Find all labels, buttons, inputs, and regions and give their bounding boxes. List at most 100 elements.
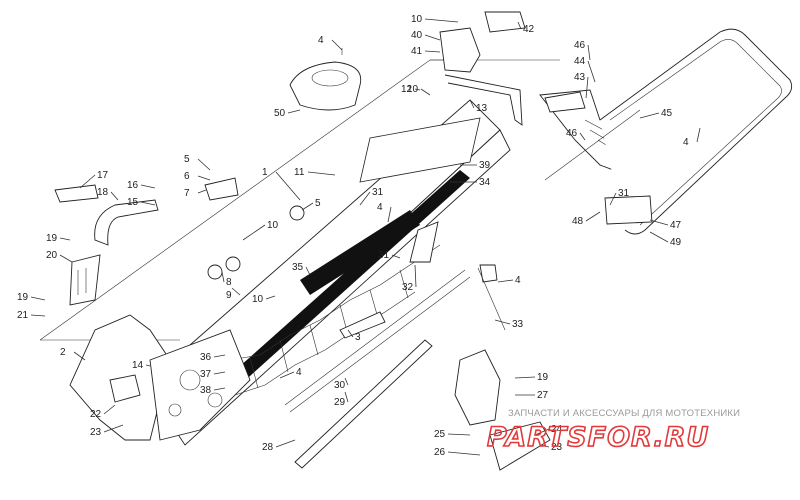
callout-leader-c21 [30,314,46,317]
callout-leader-c47 [649,219,669,226]
callout-leader-c48 [585,211,601,222]
callout-label-c28: 28 [262,442,274,453]
callout-leader-c4d [497,279,514,283]
callout-leader-c24 [534,428,550,436]
callout-label-c33: 33 [512,319,524,330]
callout-label-c36: 36 [200,352,212,363]
callout-leader-c15 [140,201,156,206]
callout-label-c35: 35 [292,262,304,273]
callout-label-c31b: 31 [378,250,390,261]
callout-leader-c9 [231,287,241,296]
callout-leader-c30 [344,377,349,386]
callout-leader-c36 [213,354,226,358]
callout-label-c44: 44 [574,56,586,67]
callout-label-c19a: 19 [46,233,58,244]
callout-label-c49: 49 [670,237,682,248]
callout-leader-c49 [649,231,669,243]
callout-leader-c11 [307,171,336,176]
callout-label-c41: 41 [411,46,423,57]
callout-leader-c43 [585,76,589,99]
callout-leader-c44 [587,60,596,83]
callout-label-c19c: 19 [537,372,549,383]
callout-label-c48: 48 [572,216,584,227]
callout-label-c37: 37 [200,369,212,380]
callout-leader-c19a [59,237,71,241]
callout-leader-c18 [110,191,119,201]
callout-leader-c31c [609,192,617,206]
callout-label-c50: 50 [274,108,286,119]
callout-label-c2: 2 [60,347,66,358]
callout-label-c4e: 4 [683,137,689,148]
callout-leader-c1 [275,171,301,201]
footrest-plate [454,349,551,471]
callout-label-c30: 30 [334,380,346,391]
cross-shafts [284,269,471,469]
callout-label-c12: 12 [401,84,413,95]
callout-label-c22: 22 [90,409,102,420]
callout-leader-c29 [344,391,349,403]
callout-leader-c38 [213,387,226,391]
callout-leader-c46a [587,44,591,61]
callout-leader-c41 [424,50,441,53]
small-parts [109,91,653,403]
callout-leader-c4c [279,371,295,379]
callout-label-c4c: 4 [296,367,302,378]
callout-label-c1: 1 [262,167,268,178]
callout-label-c26: 26 [434,447,446,458]
callout-label-c14: 14 [132,360,144,371]
callout-leader-c42 [517,21,522,30]
callout-label-c45: 45 [661,108,673,119]
callout-leader-c10a [424,18,459,23]
watermark: ЗАПЧАСТИ И АКСЕССУАРЫ ДЛЯ МОТОТЕХНИКИ PA… [486,408,740,454]
callout-label-c18: 18 [97,187,109,198]
callout-label-c46a: 46 [574,40,586,51]
rear-bumper [544,28,793,235]
callout-label-c42: 42 [523,24,535,35]
callout-leader-c19b [30,296,46,301]
watermark-brand-logo: PARTSFOR.RU [487,422,709,453]
callout-leader-c35 [305,266,311,276]
callout-label-c31a: 31 [372,187,384,198]
watermark-caption: ЗАПЧАСТИ И АКСЕССУАРЫ ДЛЯ МОТОТЕХНИКИ [508,408,740,419]
callout-leader-c22 [103,404,116,415]
callout-label-c20: 20 [46,250,58,261]
callout-label-c25: 25 [434,429,446,440]
callout-label-c47: 47 [670,220,682,231]
callout-leader-c5b [301,202,314,211]
callout-leader-c2 [73,351,86,361]
callout-label-c34: 34 [479,177,491,188]
callout-leader-c10d [265,295,276,300]
callout-label-c17: 17 [97,170,109,181]
front-bulkhead [69,314,251,441]
running-board-handle [54,184,159,306]
callout-label-c23b: 23 [551,442,563,453]
callout-label-c10b: 10 [407,84,419,95]
callout-label-c7: 7 [184,188,190,199]
callout-leader-c4e [696,127,701,143]
callout-label-c10c: 10 [267,220,279,231]
callout-leader-c33 [494,319,511,325]
callout-label-c3: 3 [355,332,361,343]
callout-leader-c28 [275,439,296,448]
callout-leader-c12 [414,88,421,91]
callout-label-c4b: 4 [377,202,383,213]
callout-leader-c16 [140,184,156,189]
callout-label-c24: 24 [551,424,563,435]
callout-leader-c20 [59,254,73,263]
callout-leader-c7 [197,189,207,194]
callout-leader-c26 [447,451,481,456]
callout-label-c27: 27 [537,390,549,401]
callout-label-c29: 29 [334,397,346,408]
callout-label-c43: 43 [574,72,586,83]
callout-label-c40: 40 [411,30,423,41]
callout-leader-c4b [387,206,392,223]
callout-leader-c8 [221,271,225,283]
callout-leader-c6 [197,175,211,181]
callout-label-c5a: 5 [184,154,190,165]
callout-leader-c4a [331,39,343,51]
callout-label-c46b: 46 [566,128,578,139]
callout-leader-c45 [639,112,660,119]
callout-leader-c25 [447,433,471,436]
callout-label-c21: 21 [17,310,29,321]
